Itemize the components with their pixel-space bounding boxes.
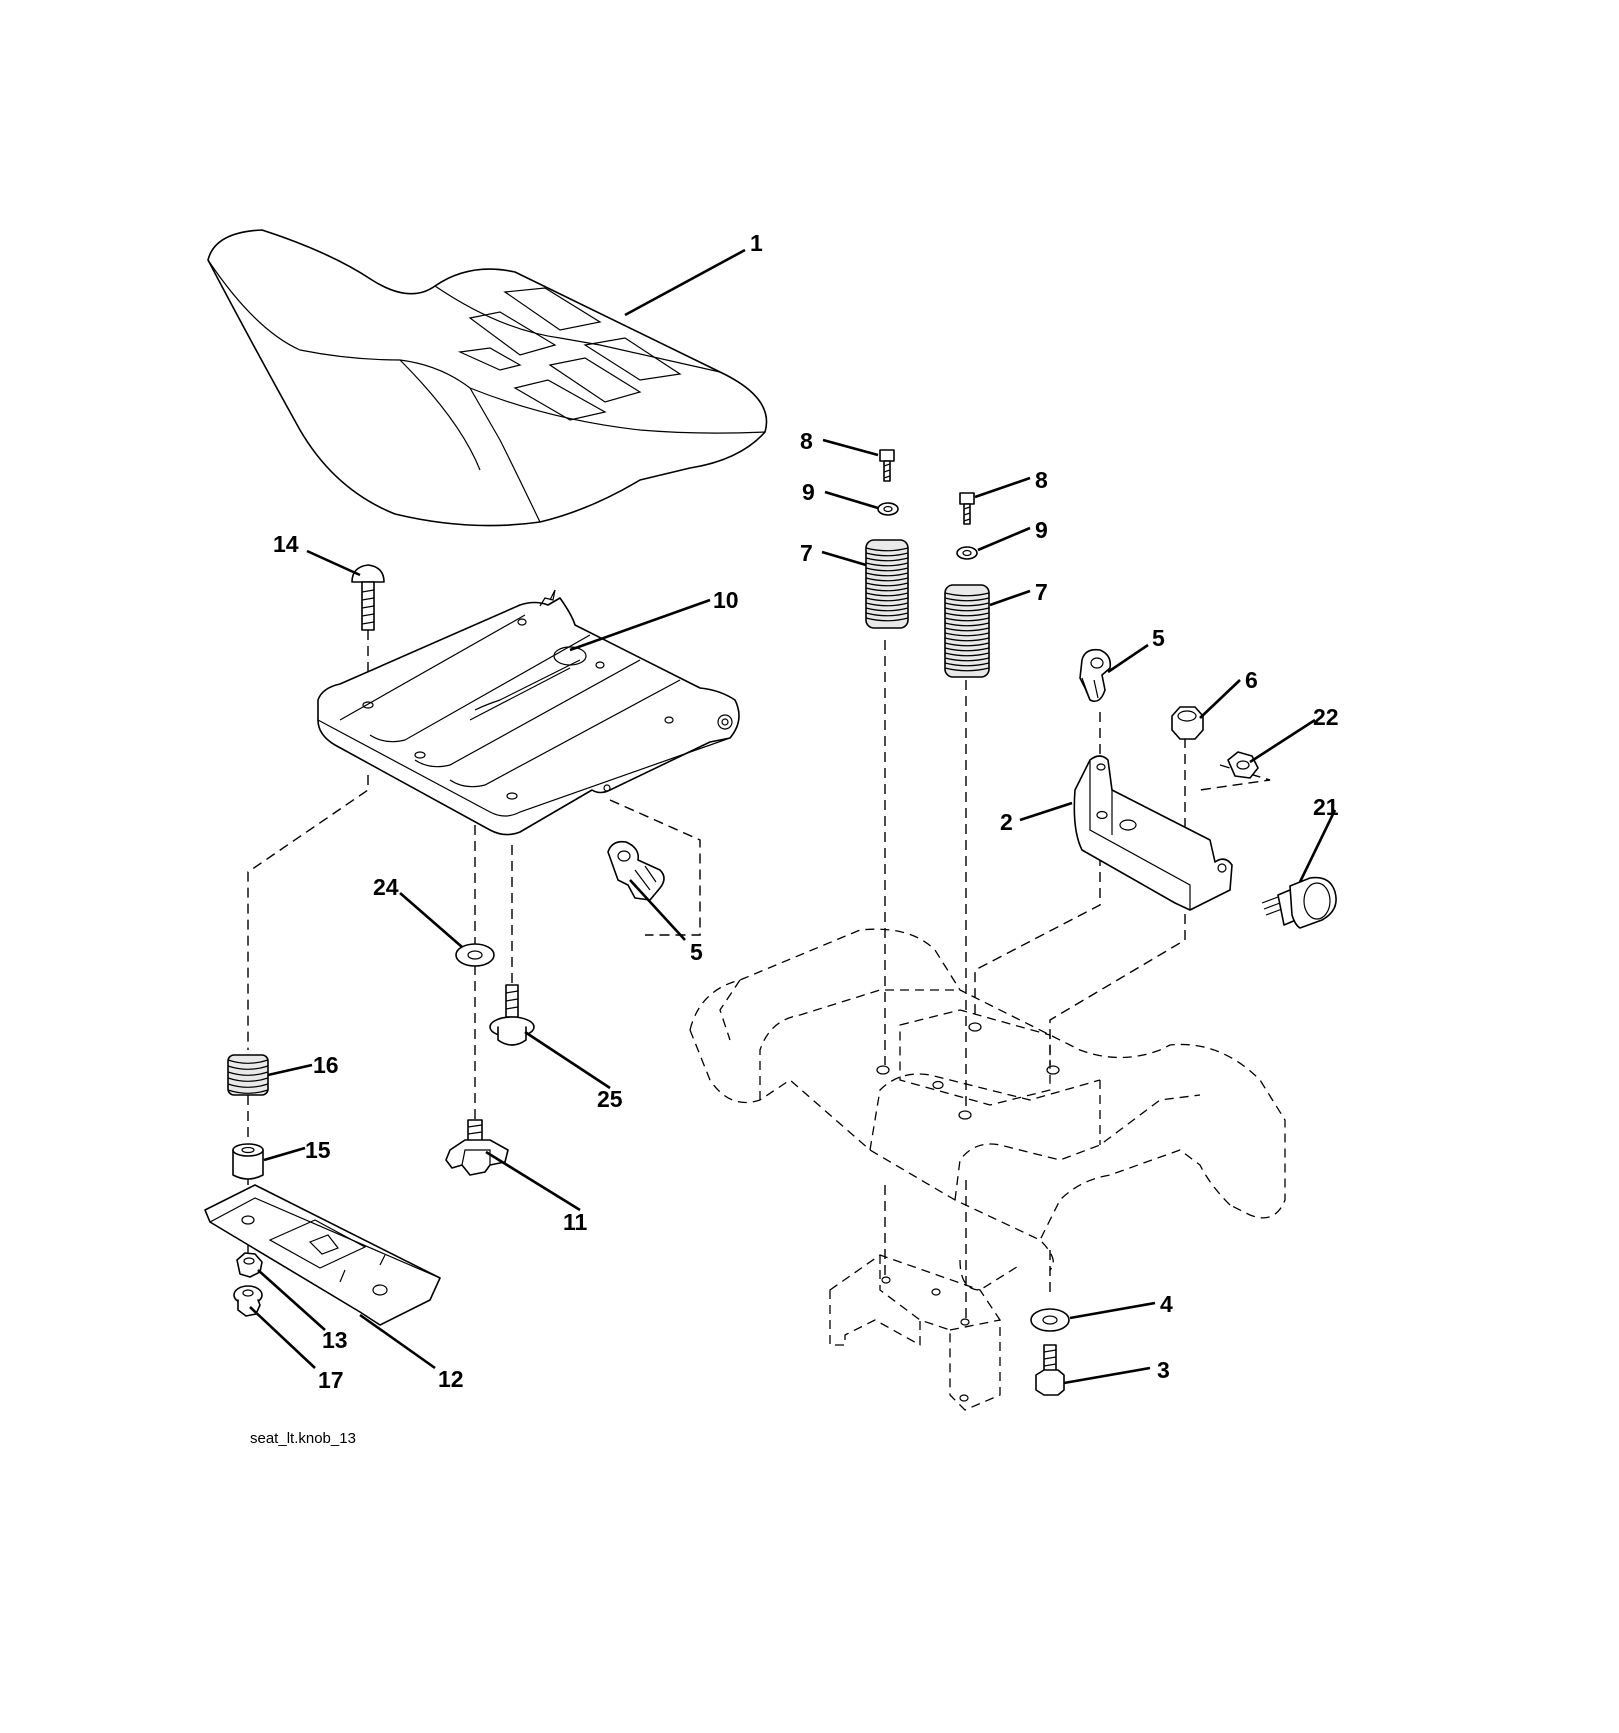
lock-nut <box>1227 751 1259 779</box>
frame-bracket-outline <box>829 1254 1001 1411</box>
callout-9-left: 9 <box>802 479 815 505</box>
callout-12: 12 <box>438 1366 464 1392</box>
spring-coil <box>944 662 990 667</box>
callout-24: 24 <box>373 874 399 900</box>
spring-coil <box>944 592 990 597</box>
spring-coil <box>865 587 909 592</box>
clip-left <box>607 840 665 901</box>
flange-bolt <box>489 984 535 1046</box>
spring-coil <box>227 1089 269 1094</box>
spring-coil <box>865 572 909 577</box>
spring-coil <box>865 562 909 567</box>
callout-labels: 1 2 3 4 5 5 6 7 7 8 8 9 9 10 11 12 13 14… <box>273 230 1339 1393</box>
flat-washer <box>455 943 495 967</box>
callout-11: 11 <box>563 1209 588 1235</box>
spring-coil <box>944 612 990 617</box>
shoulder-bolt <box>1261 876 1337 929</box>
callout-15: 15 <box>305 1137 331 1163</box>
spring-coil <box>865 602 909 607</box>
seat <box>207 229 768 527</box>
spring-coil <box>944 622 990 627</box>
spring-coil <box>865 607 909 612</box>
callout-22: 22 <box>1313 704 1339 730</box>
washer-right <box>956 546 978 560</box>
callout-2: 2 <box>1000 809 1013 835</box>
spring-coil <box>944 627 990 632</box>
callout-13: 13 <box>322 1327 348 1353</box>
spring-coil <box>865 567 909 572</box>
callout-10: 10 <box>713 587 739 613</box>
washer-left <box>877 502 899 516</box>
spring-coil <box>944 597 990 602</box>
spring-coil <box>865 552 909 557</box>
nut <box>1171 706 1204 740</box>
spring-right <box>944 584 990 678</box>
leader-lines <box>249 248 1337 1385</box>
spring-coil <box>944 607 990 612</box>
clip-upper-right <box>1079 648 1112 703</box>
spring-coil <box>865 547 909 552</box>
spring-coil <box>944 657 990 662</box>
callout-21: 21 <box>1313 794 1339 820</box>
callout-9-right: 9 <box>1035 517 1048 543</box>
spring-coil <box>865 557 909 562</box>
callout-5-left: 5 <box>690 939 703 965</box>
spring-coil <box>227 1077 269 1082</box>
spring-coil <box>865 612 909 617</box>
callout-17: 17 <box>318 1367 344 1393</box>
flange-lock-nut <box>233 1285 263 1317</box>
spring-coil <box>944 647 990 652</box>
callout-8-left: 8 <box>800 428 813 454</box>
spring-coil <box>865 617 909 622</box>
wing-knob <box>445 1119 509 1176</box>
bolt-right <box>959 492 975 525</box>
spring-coil <box>227 1071 269 1076</box>
callout-4: 4 <box>1160 1291 1173 1317</box>
adjustment-plate <box>204 1184 441 1326</box>
callout-25: 25 <box>597 1086 623 1112</box>
callout-5-upper-right: 5 <box>1152 625 1165 651</box>
spring-coil <box>865 597 909 602</box>
spacer <box>232 1143 264 1180</box>
spring-coil <box>944 637 990 642</box>
callout-14: 14 <box>273 531 299 557</box>
hex-bolt <box>1035 1344 1065 1396</box>
spring-coil <box>227 1065 269 1070</box>
spring-coil <box>865 582 909 587</box>
callout-3: 3 <box>1157 1357 1170 1383</box>
fender-holes <box>876 1022 1060 1120</box>
washer-lower <box>1030 1308 1070 1332</box>
spring-left <box>865 539 909 629</box>
spring-coil <box>944 652 990 657</box>
callout-1: 1 <box>750 230 763 256</box>
hex-nut <box>236 1252 263 1278</box>
spring-coil <box>227 1083 269 1088</box>
small-spring <box>227 1054 269 1096</box>
bolt-left <box>879 449 895 482</box>
spring-coil <box>865 577 909 582</box>
callout-6: 6 <box>1245 667 1258 693</box>
spring-coil <box>944 642 990 647</box>
fender-outline <box>689 928 1286 1291</box>
spring-coil <box>944 667 990 672</box>
callout-7-right: 7 <box>1035 579 1048 605</box>
seat-pan <box>317 589 740 836</box>
bracket <box>1073 755 1233 911</box>
figure-id: seat_lt.knob_13 <box>250 1430 356 1447</box>
callout-8-right: 8 <box>1035 467 1048 493</box>
callout-16: 16 <box>313 1052 339 1078</box>
spring-coil <box>865 592 909 597</box>
carriage-bolt <box>351 564 385 631</box>
spring-coil <box>227 1059 269 1064</box>
spring-coil <box>944 617 990 622</box>
spring-coil <box>944 632 990 637</box>
callout-7-left: 7 <box>800 540 813 566</box>
spring-coil <box>944 602 990 607</box>
